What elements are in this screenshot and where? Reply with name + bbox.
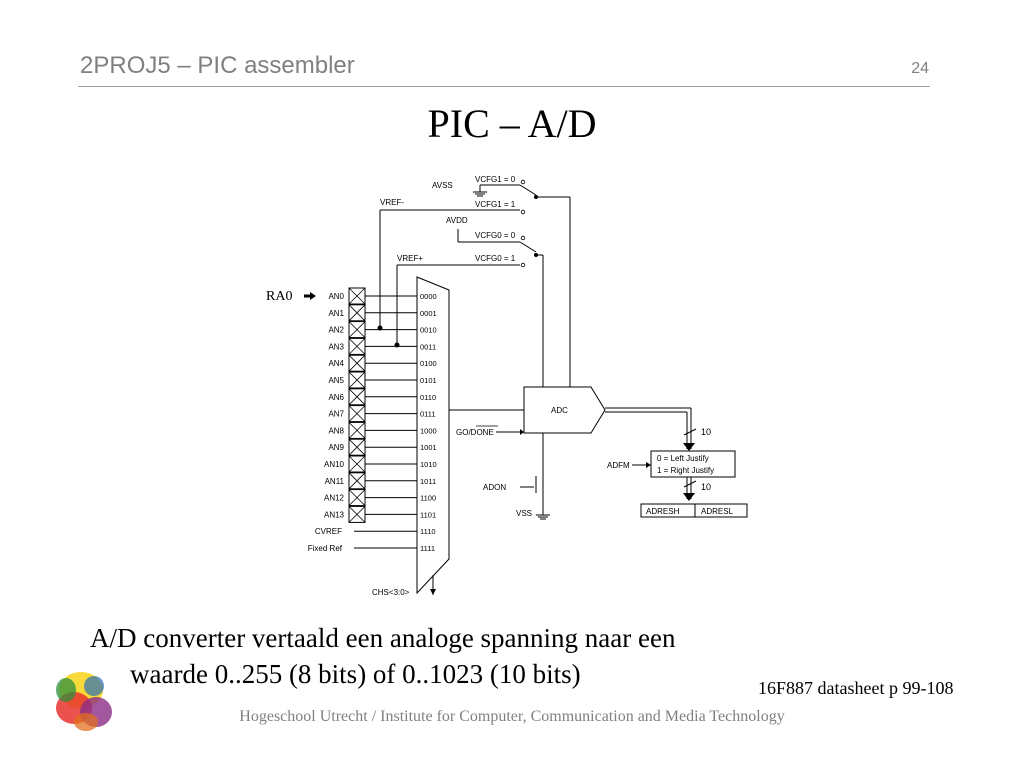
mux-code: 0010 [420,326,437,335]
mux-code: 1000 [420,426,437,435]
channel-label: AN10 [324,460,345,469]
avss-label: AVSS [432,181,453,190]
body-text: A/D converter vertaald een analoge spann… [90,620,675,692]
page-title: PIC – A/D [427,101,597,146]
adc-block-diagram: RA0 AN0AN1AN2AN3AN4AN5AN6AN7AN8AN9AN10AN… [266,175,748,597]
bit-width-top: 10 [701,427,711,437]
bit-width-bottom: 10 [701,482,711,492]
adc-label: ADC [551,406,568,415]
vcfg0-1-label: VCFG0 = 1 [475,254,516,263]
analog-mux [416,276,450,595]
mux-code: 0011 [420,342,436,351]
channel-label: AN9 [328,443,344,452]
channel-label: AN12 [324,494,345,503]
mux-code: 1001 [420,443,437,452]
hogeschool-utrecht-logo [56,672,112,731]
mux-code: 0101 [420,376,437,385]
chs-label: CHS<3:0> [372,588,410,597]
vref-minus-label: VREF- [380,198,404,207]
mux-code: 1010 [420,460,437,469]
mux-code: 1110 [420,527,436,536]
channel-label: AN11 [325,477,345,486]
channel-label: AN0 [328,292,344,301]
vref-wiring [379,184,571,387]
body-line-2: waarde 0..255 (8 bits) of 0..1023 (10 bi… [130,659,581,689]
channel-label: AN2 [328,326,344,335]
adon-label: ADON [483,483,506,492]
header-divider [78,86,930,87]
mux-codes: 0000 0001 0010 0011 0100 0101 0110 0111 1000 1001… [420,292,437,553]
analog-channel-inputs: AN0AN1AN2AN3AN4AN5AN6AN7AN8AN9AN10AN11AN… [308,287,417,553]
channel-label: AN6 [328,393,344,402]
go-done-label: GO/DONE [456,428,494,437]
right-justify-label: 1 = Right Justify [657,466,714,475]
left-justify-label: 0 = Left Justify [657,454,709,463]
mux-code: 0100 [420,359,437,368]
adc-block [523,386,606,434]
mux-code: 1011 [420,477,436,486]
adresh-label: ADRESH [646,507,680,516]
channel-label: AN13 [324,510,345,519]
vref-plus-label: VREF+ [397,254,423,263]
avdd-label: AVDD [446,216,468,225]
vcfg1-1-label: VCFG1 = 1 [475,200,516,209]
mux-code: 1101 [420,510,436,519]
mux-code: 0111 [420,410,436,419]
channel-label: AN1 [328,309,344,318]
channel-label: AN7 [328,410,344,419]
channel-label: AN5 [328,376,344,385]
arrow-right-icon [304,292,316,300]
mux-code: 0001 [420,309,437,318]
mux-code: 1100 [420,494,436,503]
body-line-1: A/D converter vertaald een analoge spann… [90,623,676,653]
channel-label: AN4 [328,359,344,368]
adresl-register [694,503,748,518]
channel-label: CVREF [315,527,342,536]
vss-label: VSS [516,509,532,518]
mux-code: 1111 [420,544,435,553]
mux-code: 0000 [420,292,437,301]
ra0-label: RA0 [266,289,292,304]
mux-code: 0110 [420,393,436,402]
adresl-label: ADRESL [701,507,734,516]
justify-box [650,450,736,478]
channel-label: AN8 [328,426,344,435]
datasheet-reference: 16F887 datasheet p 99-108 [758,678,954,698]
header-title: 2PROJ5 – PIC assembler [80,52,355,79]
vcfg0-0-label: VCFG0 = 0 [475,231,516,240]
channel-label: Fixed Ref [308,544,343,553]
channel-label: AN3 [328,342,344,351]
slide-number: 24 [911,60,929,77]
vcfg1-0-label: VCFG1 = 0 [475,175,516,184]
footer: Hogeschool Utrecht / Institute for Compu… [239,708,785,725]
adfm-label: ADFM [607,461,630,470]
